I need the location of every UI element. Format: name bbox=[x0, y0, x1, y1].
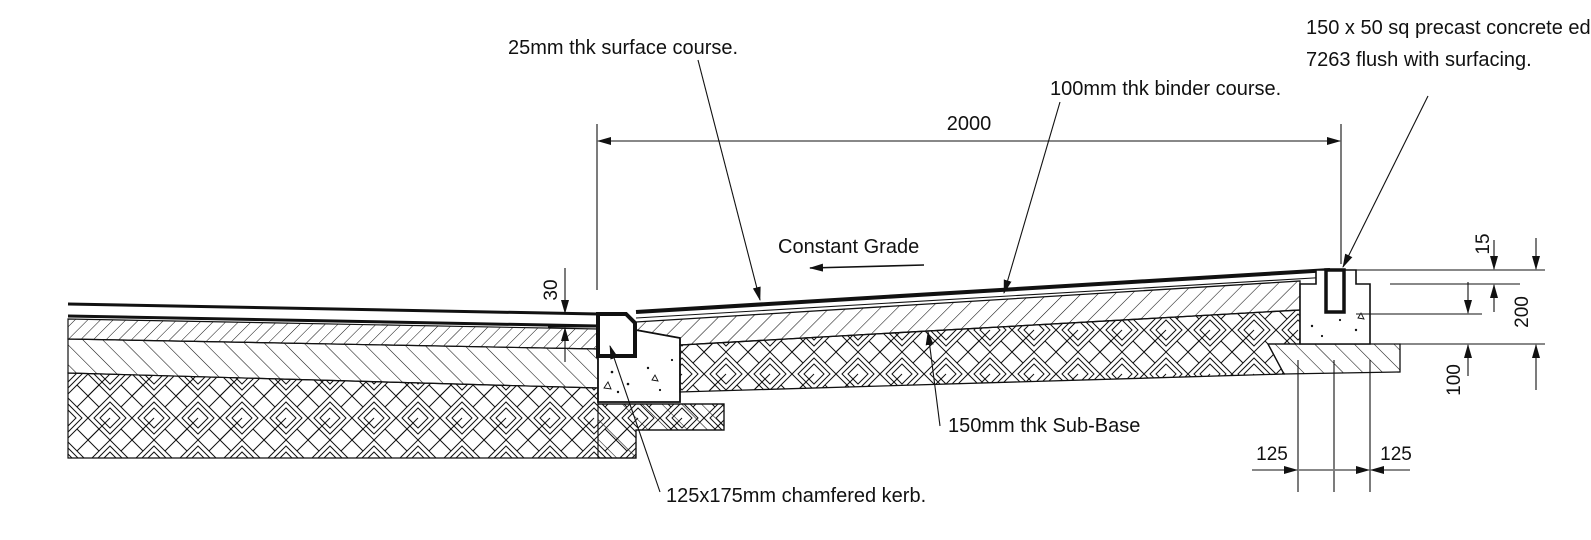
surface-course-top bbox=[635, 268, 1331, 314]
span-dimension-text: 2000 bbox=[947, 113, 992, 135]
kerb-foundation bbox=[597, 403, 725, 459]
haunch-left-text: 125 bbox=[1256, 444, 1288, 465]
label-binder-course: 100mm thk binder course. bbox=[1003, 78, 1281, 294]
haunch-width-dimensions: 125 125 bbox=[1252, 360, 1412, 492]
concrete-stipple-right bbox=[1310, 312, 1365, 338]
svg-text:7263 flush with surfacing.: 7263 flush with surfacing. bbox=[1306, 49, 1532, 71]
surface-course-bottom bbox=[635, 276, 1331, 319]
concrete-stipple-left bbox=[603, 358, 674, 394]
label-surface-course: 25mm thk surface course. bbox=[508, 37, 761, 301]
label-kerb: 125x175mm chamfered kerb. bbox=[609, 345, 926, 507]
svg-text:150mm thk Sub-Base: 150mm thk Sub-Base bbox=[948, 415, 1140, 437]
label-edging: 150 x 50 sq precast concrete edgin 7263 … bbox=[1306, 17, 1591, 268]
svg-text:150 x 50 sq precast concrete e: 150 x 50 sq precast concrete edgin bbox=[1306, 17, 1591, 39]
left-surface-bottom-line bbox=[67, 314, 599, 328]
kerb-upstand-text: 30 bbox=[541, 279, 562, 300]
kerb-upstand-dimension: 30 bbox=[541, 268, 598, 362]
svg-text:125x175mm chamfered kerb.: 125x175mm chamfered kerb. bbox=[666, 485, 926, 507]
haunch-right-text: 125 bbox=[1380, 444, 1412, 465]
span-dimension: 2000 bbox=[596, 113, 1342, 290]
constant-grade-text: Constant Grade bbox=[778, 236, 919, 258]
edging-vertical-dimensions: 15 200 100 bbox=[1444, 233, 1540, 396]
footway-layers bbox=[635, 268, 1331, 393]
grade-arrow bbox=[809, 263, 925, 272]
left-carriageway-layers bbox=[67, 302, 725, 459]
kerb-unit bbox=[596, 312, 637, 358]
precast-edging bbox=[1266, 268, 1545, 375]
label-sub-base: 150mm thk Sub-Base bbox=[925, 331, 1140, 437]
constant-grade-indicator: Constant Grade bbox=[778, 236, 925, 272]
chamfered-kerb bbox=[596, 312, 681, 403]
dim-100-text: 100 bbox=[1444, 364, 1465, 396]
svg-text:25mm thk surface course.: 25mm thk surface course. bbox=[508, 37, 738, 59]
dim-15-text: 15 bbox=[1473, 233, 1494, 254]
left-surface-top-line bbox=[67, 302, 599, 316]
edging-unit bbox=[1324, 268, 1346, 314]
svg-text:100mm thk binder course.: 100mm thk binder course. bbox=[1050, 78, 1281, 100]
dim-200-text: 200 bbox=[1512, 296, 1533, 328]
